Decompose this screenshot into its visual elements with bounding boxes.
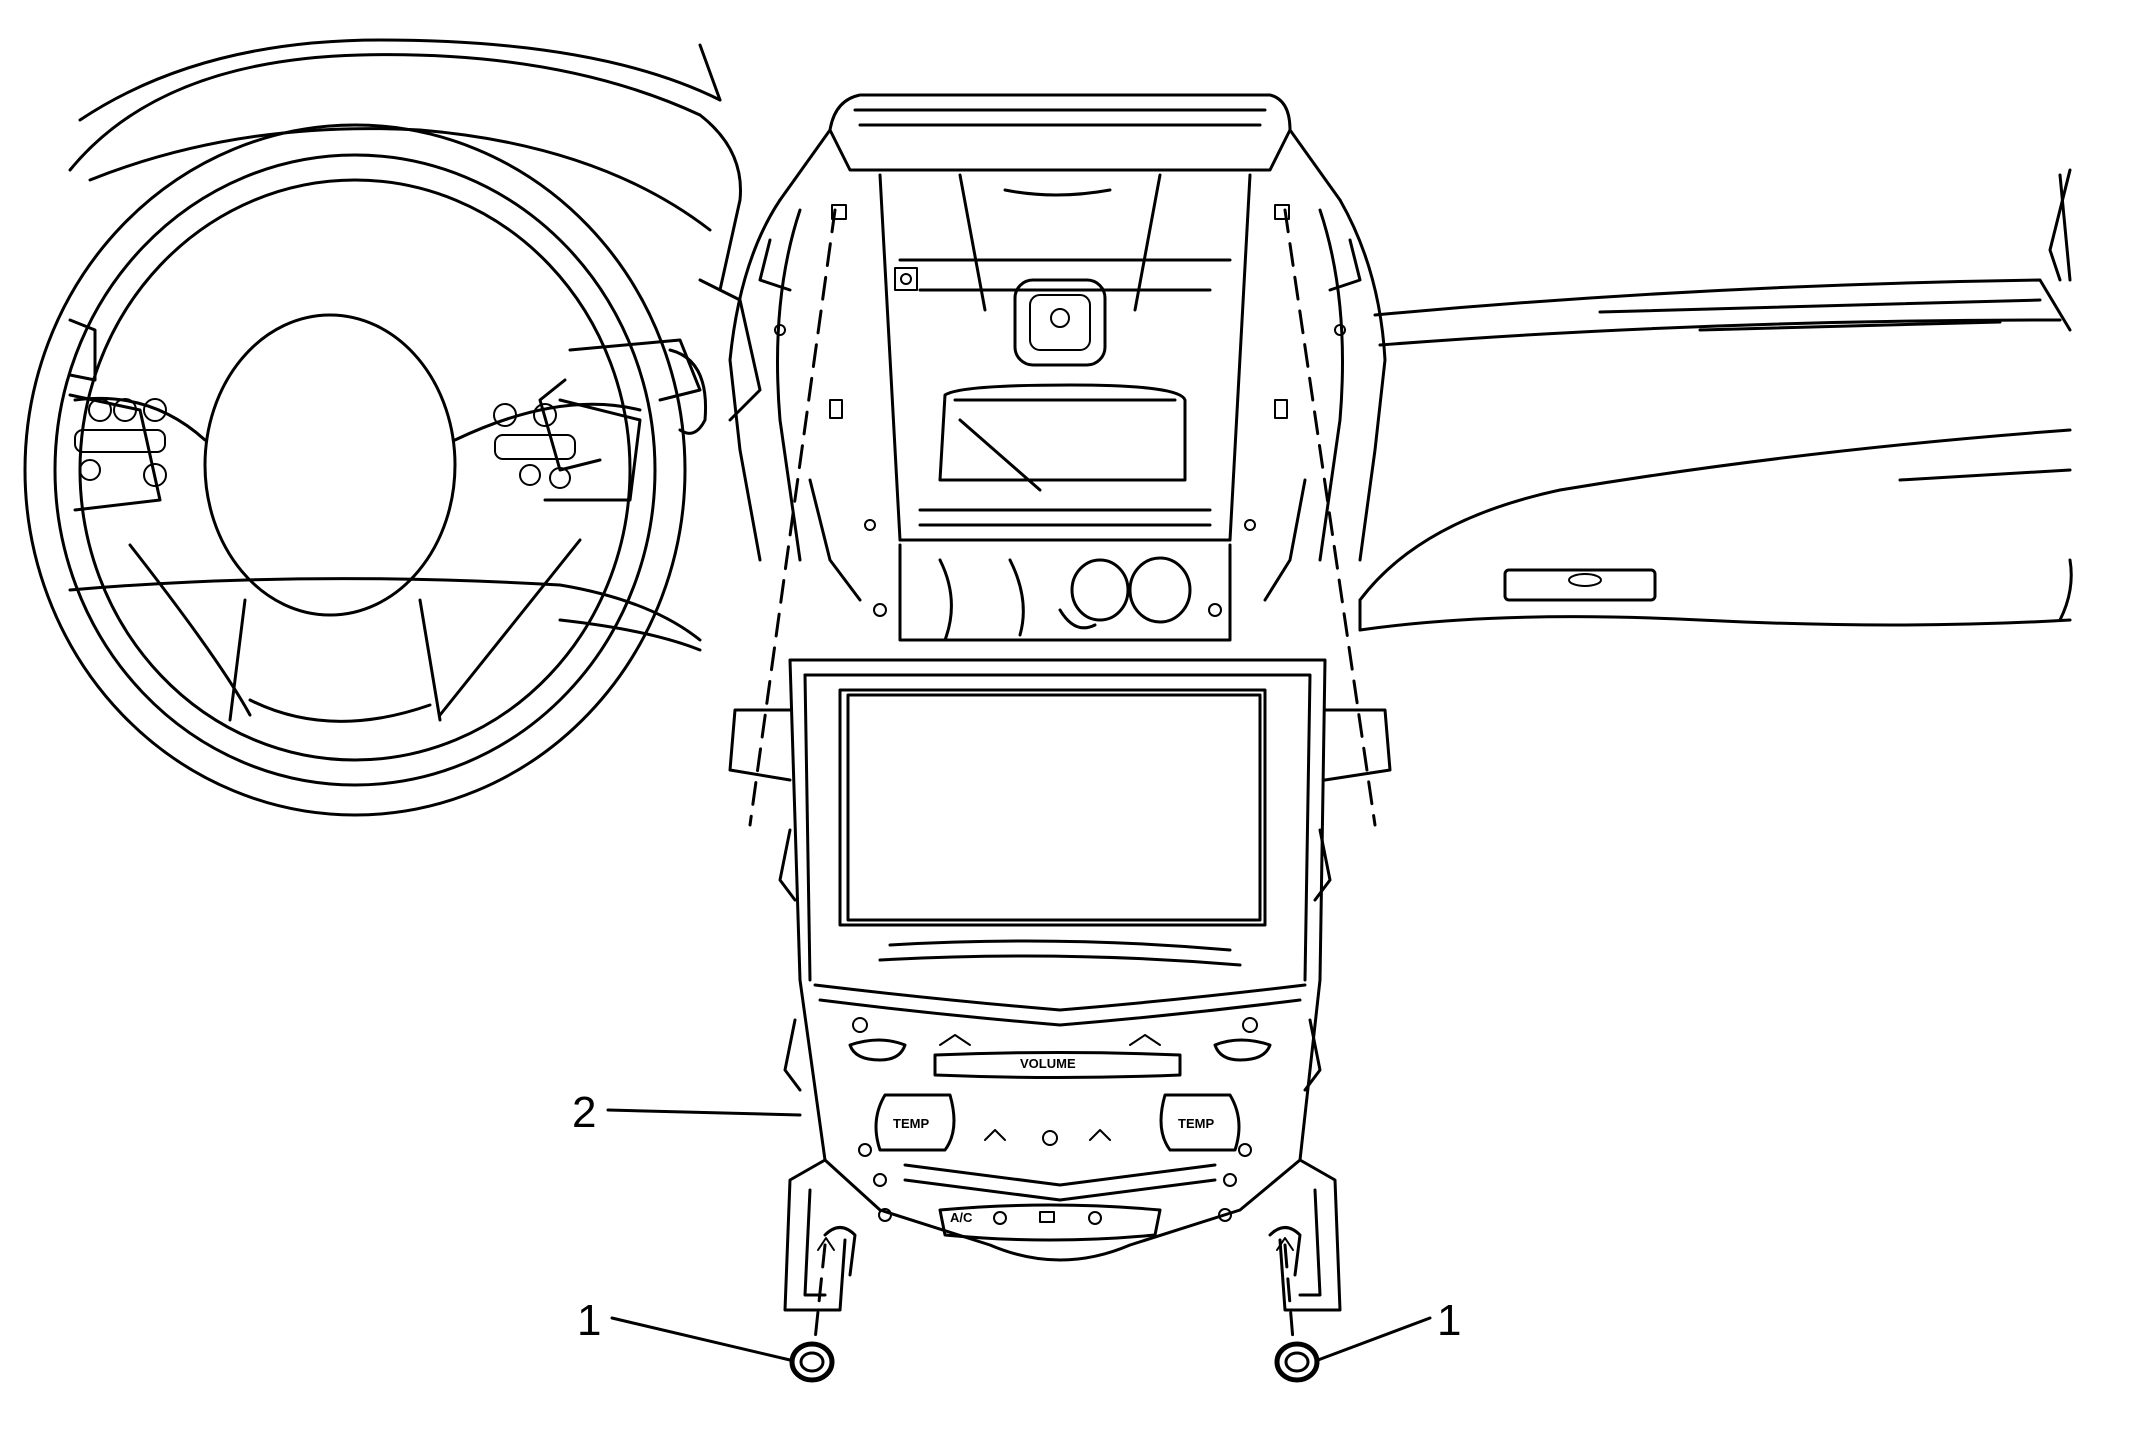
- seat-icon: [1039, 1211, 1055, 1223]
- steering-right-controls: [493, 403, 576, 489]
- fastener-left: [789, 1237, 835, 1383]
- instrument-panel-right: [68, 168, 2073, 652]
- fan-icon: [1042, 1130, 1058, 1146]
- display-screen: [846, 693, 1262, 922]
- center-bracket: [1013, 278, 1107, 367]
- glovebox-handle: [1503, 568, 1657, 602]
- recirc-icon: [1088, 1211, 1102, 1225]
- volume-label: VOLUME: [1020, 1056, 1076, 1071]
- temp-left-label: TEMP: [893, 1116, 929, 1131]
- temp-right-label: TEMP: [1178, 1116, 1214, 1131]
- callout-2-label: 2: [572, 1088, 596, 1137]
- callout-1-left-label: 1: [577, 1296, 601, 1345]
- steering-wheel: [23, 38, 742, 817]
- seat-heat-left-icon: [858, 1143, 872, 1157]
- home-icon: [1242, 1017, 1258, 1033]
- power-icon: [852, 1017, 868, 1033]
- steering-left-controls: [74, 398, 167, 487]
- radio-control-panel: VOLUME TEMP TEMP A/C: [728, 208, 1392, 1312]
- callout-1-right-label: 1: [1437, 1296, 1461, 1345]
- ac-label: A/C: [950, 1210, 973, 1225]
- horn-pad: [203, 313, 457, 617]
- fastener-right: [1274, 1237, 1320, 1383]
- callout-1-left: 1: [577, 1296, 792, 1362]
- callout-1-right: 1: [1316, 1296, 1461, 1362]
- callout-2: 2: [572, 1088, 802, 1137]
- center-stack-opening: [728, 93, 1387, 642]
- seat-heat-right-icon: [1238, 1143, 1252, 1157]
- defrost-icon: [993, 1211, 1007, 1225]
